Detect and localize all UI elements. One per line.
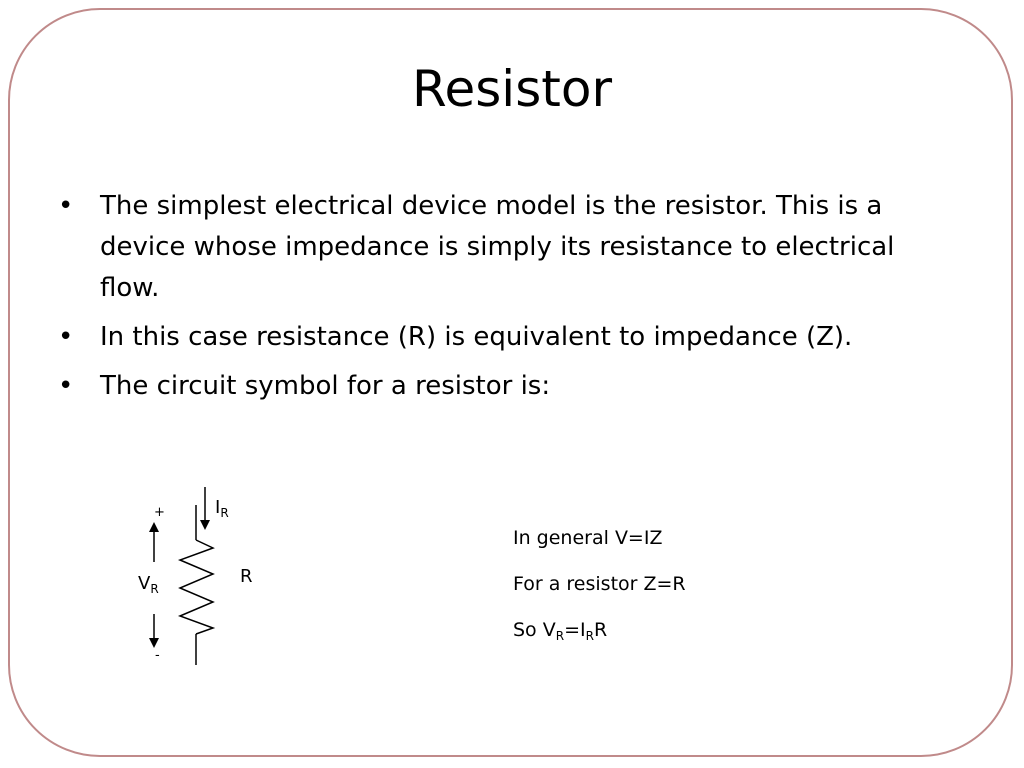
minus-sign: - — [155, 648, 160, 663]
current-label: IR — [215, 497, 229, 520]
voltage-down-arrow-head — [149, 638, 159, 648]
voltage-up-arrow-head — [149, 522, 159, 532]
equations-block: In general V=IZ For a resistor Z=R So VR… — [513, 529, 686, 667]
equation-general: In general V=IZ — [513, 527, 663, 549]
bullet-item: • The circuit symbol for a resistor is: — [56, 366, 956, 407]
resistor-zigzag — [177, 539, 216, 635]
resistor-label: R — [240, 566, 253, 587]
bullet-icon: • — [58, 191, 74, 221]
bullet-list: • The simplest electrical device model i… — [56, 186, 956, 415]
bullet-item: • The simplest electrical device model i… — [56, 186, 956, 309]
bullet-item: • In this case resistance (R) is equival… — [56, 317, 956, 358]
current-arrow-head — [200, 520, 210, 530]
equation-ohms-law: So VR=IRR — [513, 619, 608, 643]
slide-title: Resistor — [412, 60, 612, 118]
bullet-icon: • — [58, 322, 74, 352]
bullet-text: In this case resistance (R) is equivalen… — [100, 322, 853, 352]
bullet-text: The simplest electrical device model is … — [100, 191, 895, 303]
plus-sign: + — [154, 505, 165, 520]
bullet-text: The circuit symbol for a resistor is: — [100, 371, 551, 401]
bullet-icon: • — [58, 371, 74, 401]
voltage-label: VR — [138, 573, 159, 596]
equation-resistor: For a resistor Z=R — [513, 573, 686, 595]
slide-frame — [8, 8, 1013, 757]
